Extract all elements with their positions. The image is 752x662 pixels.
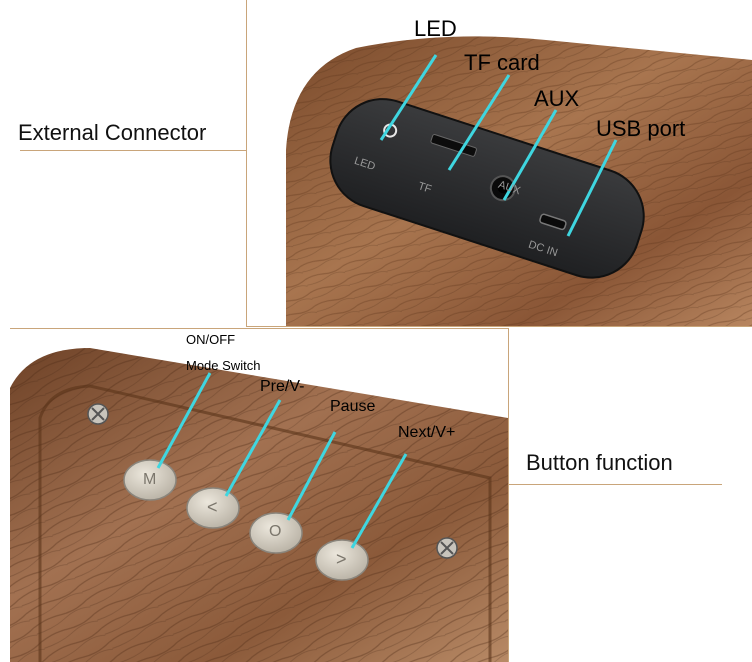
label-mode-switch: Mode Switch (186, 358, 261, 373)
screw-right (436, 537, 458, 559)
frame-line-bottom-right (508, 328, 509, 662)
button-callout-lines (156, 372, 408, 549)
frame-line-top-left (246, 0, 247, 326)
buttons-photo: M < O > (10, 328, 508, 662)
button-next (315, 539, 369, 581)
label-aux: AUX (534, 86, 580, 111)
label-pre: Pre/V- (260, 378, 305, 395)
button-glyph-prev: < (207, 497, 218, 517)
label-led: LED (414, 16, 457, 41)
label-on-off: ON/OFF (186, 332, 236, 347)
button-mode (123, 459, 177, 501)
divider-top-left (20, 150, 246, 151)
button-pause (249, 512, 303, 554)
button-glyph-next: > (336, 549, 347, 569)
caption-external-connector: External Connector (18, 120, 207, 145)
tf-slot (430, 134, 477, 157)
frame-line-top-bottom (246, 326, 752, 327)
label-pause: Pause (330, 398, 376, 415)
label-tf-card: TF card (464, 50, 540, 75)
callout-lines (379, 54, 618, 237)
connector-photo: LED TF AUX DC IN (246, 0, 752, 326)
label-next: Next/V+ (398, 424, 456, 441)
button-glyph-pause: O (269, 523, 282, 540)
label-usb-port: USB port (596, 116, 686, 141)
caption-button-function: Button function (526, 450, 673, 475)
usb-port (539, 213, 567, 231)
screw-left (87, 403, 109, 425)
button-prev (186, 487, 240, 529)
connector-panel (329, 98, 645, 279)
divider-bottom-right (508, 484, 722, 485)
button-glyph-mode: M (143, 471, 157, 488)
frame-line-bottom-top (10, 328, 508, 329)
